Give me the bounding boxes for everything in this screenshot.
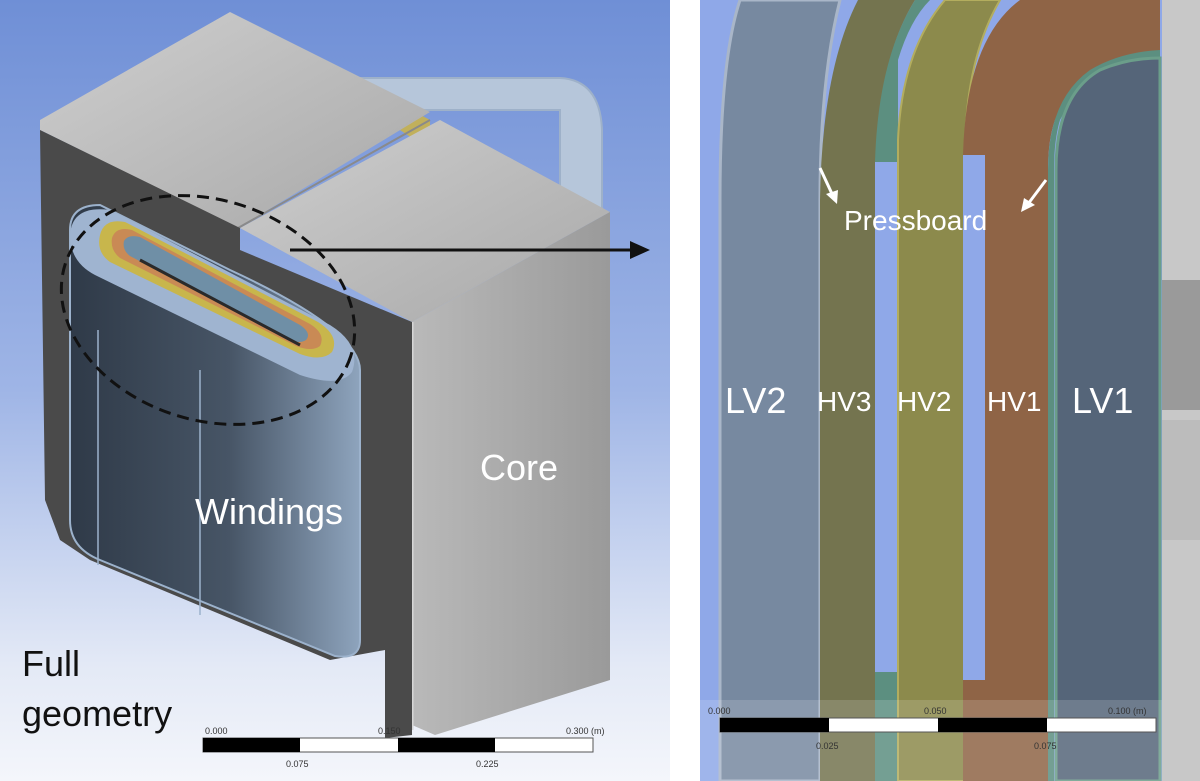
svg-text:0.000: 0.000: [708, 706, 731, 716]
svg-text:0.050: 0.050: [924, 706, 947, 716]
core-side-face: [412, 212, 610, 735]
label-lv1: LV1: [1072, 380, 1133, 421]
label-hv3: HV3: [817, 386, 871, 417]
full-geometry-drawing: Core Windings Full geometry 0.000 0.150 …: [22, 12, 650, 769]
detail-panel: Pressboard LV2 HV3 HV2 HV1 LV1 0.000 0.0…: [700, 0, 1200, 781]
label-windings: Windings: [195, 491, 343, 532]
detail-cross-section: Pressboard LV2 HV3 HV2 HV1 LV1 0.000 0.0…: [700, 0, 1200, 781]
core-top-front: [240, 120, 610, 322]
svg-text:0.025: 0.025: [816, 741, 839, 751]
winding-cross-section: [70, 209, 355, 381]
svg-text:0.000: 0.000: [205, 726, 228, 736]
layer-lv2: [718, 0, 842, 781]
label-pressboard: Pressboard: [844, 205, 987, 236]
svg-text:0.150: 0.150: [378, 726, 401, 736]
svg-text:0.300 (m): 0.300 (m): [566, 726, 605, 736]
layer-hv2: [897, 0, 1002, 781]
gap-hv2-hv1: [963, 155, 985, 680]
scale-bar-left: 0.000 0.150 0.300 (m) 0.075 0.225: [202, 726, 605, 769]
zoom-arrow-head: [630, 241, 650, 259]
scale-bar-right: 0.000 0.050 0.100 (m) 0.025 0.075: [700, 700, 1162, 781]
label-geometry: geometry: [22, 693, 172, 734]
layer-hv1: [963, 0, 1160, 781]
label-hv2: HV2: [897, 386, 951, 417]
label-full: Full: [22, 643, 80, 684]
pressboard-1: [875, 0, 930, 162]
layer-hv3: [820, 0, 915, 781]
svg-text:0.075: 0.075: [286, 759, 309, 769]
svg-text:0.075: 0.075: [1034, 741, 1057, 751]
label-core: Core: [480, 447, 558, 488]
zoom-region-ellipse: [59, 194, 357, 426]
gap-hv3-hv2: [875, 162, 898, 672]
layer-lv1: [1054, 56, 1162, 781]
core-top-back: [40, 12, 430, 228]
svg-text:0.100 (m): 0.100 (m): [1108, 706, 1147, 716]
label-hv1: HV1: [987, 386, 1041, 417]
svg-text:0.225: 0.225: [476, 759, 499, 769]
full-geometry-panel: Core Windings Full geometry 0.000 0.150 …: [0, 0, 670, 781]
pressboard-arrows: [818, 167, 1048, 212]
label-lv2: LV2: [725, 380, 786, 421]
